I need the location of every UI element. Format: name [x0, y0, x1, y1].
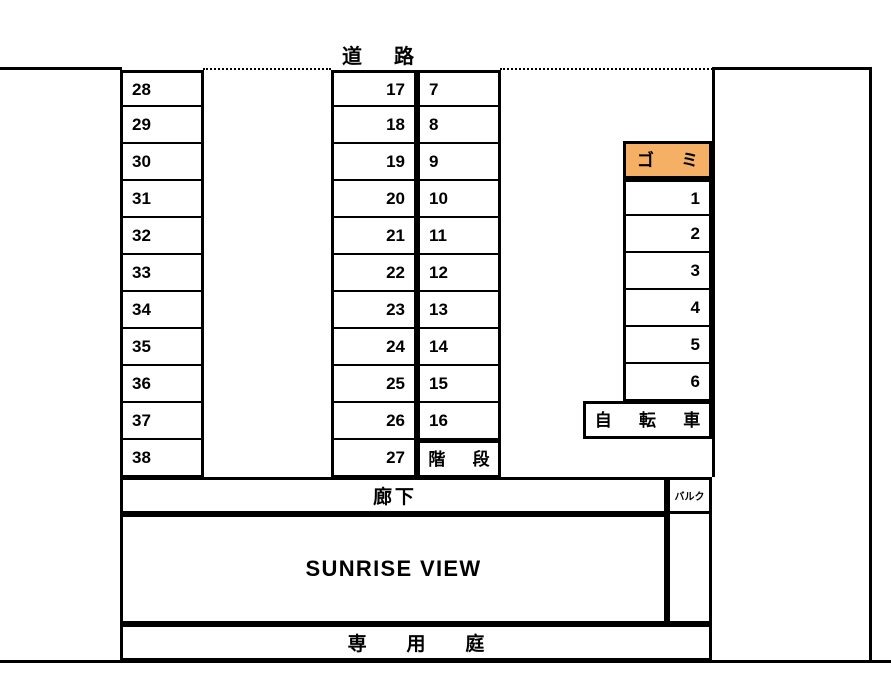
parking-stall-30[interactable]: 30 [120, 144, 204, 182]
parking-stall-14[interactable]: 14 [417, 329, 501, 367]
parking-stall-28[interactable]: 28 [120, 70, 204, 108]
parking-stall-1[interactable]: 1 [623, 179, 712, 217]
parking-stall-7[interactable]: 7 [417, 70, 501, 108]
parking-stall-13[interactable]: 13 [417, 292, 501, 330]
parking-stall-29[interactable]: 29 [120, 107, 204, 145]
parking-stall-35[interactable]: 35 [120, 329, 204, 367]
parking-stall-2[interactable]: 2 [623, 216, 712, 254]
road-edge-dotted-left [203, 68, 331, 70]
boundary-line-top-right [712, 67, 872, 70]
parking-stall-25[interactable]: 25 [331, 366, 417, 404]
boundary-line-bottom [0, 660, 891, 663]
parking-stall-31[interactable]: 31 [120, 181, 204, 219]
parking-stall-9[interactable]: 9 [417, 144, 501, 182]
parking-stall-22[interactable]: 22 [331, 255, 417, 293]
parking-stall-27[interactable]: 27 [331, 440, 417, 478]
road-title: 道 路 [342, 46, 420, 68]
parking-stall-33[interactable]: 33 [120, 255, 204, 293]
parking-stall-17[interactable]: 17 [331, 70, 417, 108]
parking-stall-5[interactable]: 5 [623, 327, 712, 365]
building-block: SUNRISE VIEW [120, 514, 667, 624]
trash-area-cell: ゴ ミ [623, 141, 712, 179]
parking-stall-21[interactable]: 21 [331, 218, 417, 256]
parking-stall-15[interactable]: 15 [417, 366, 501, 404]
parking-stall-20[interactable]: 20 [331, 181, 417, 219]
parking-stall-12[interactable]: 12 [417, 255, 501, 293]
balcony-block: バルク [667, 477, 712, 514]
parking-stall-36[interactable]: 36 [120, 366, 204, 404]
parking-stall-38[interactable]: 38 [120, 440, 204, 478]
parking-stall-8[interactable]: 8 [417, 107, 501, 145]
road-edge-dotted-right [500, 68, 713, 70]
corridor-block: 廊下 [120, 477, 667, 514]
private-garden-block: 専 用 庭 [120, 624, 712, 661]
parking-stall-23[interactable]: 23 [331, 292, 417, 330]
boundary-line-right-inner [712, 67, 715, 477]
parking-stall-11[interactable]: 11 [417, 218, 501, 256]
parking-stall-26[interactable]: 26 [331, 403, 417, 441]
parking-stall-18[interactable]: 18 [331, 107, 417, 145]
parking-stall-10[interactable]: 10 [417, 181, 501, 219]
bicycle-parking-cell: 自 転 車 [583, 401, 712, 439]
parking-stall-34[interactable]: 34 [120, 292, 204, 330]
parking-stall-19[interactable]: 19 [331, 144, 417, 182]
parking-stall-4[interactable]: 4 [623, 290, 712, 328]
parking-stall-37[interactable]: 37 [120, 403, 204, 441]
boundary-line-right [869, 67, 872, 660]
stairs-cell: 階 段 [417, 440, 501, 478]
balcony-extension-block [667, 514, 712, 624]
parking-stall-32[interactable]: 32 [120, 218, 204, 256]
parking-stall-3[interactable]: 3 [623, 253, 712, 291]
boundary-line-top-left [0, 67, 122, 70]
parking-stall-16[interactable]: 16 [417, 403, 501, 441]
parking-stall-24[interactable]: 24 [331, 329, 417, 367]
parking-stall-6[interactable]: 6 [623, 364, 712, 402]
